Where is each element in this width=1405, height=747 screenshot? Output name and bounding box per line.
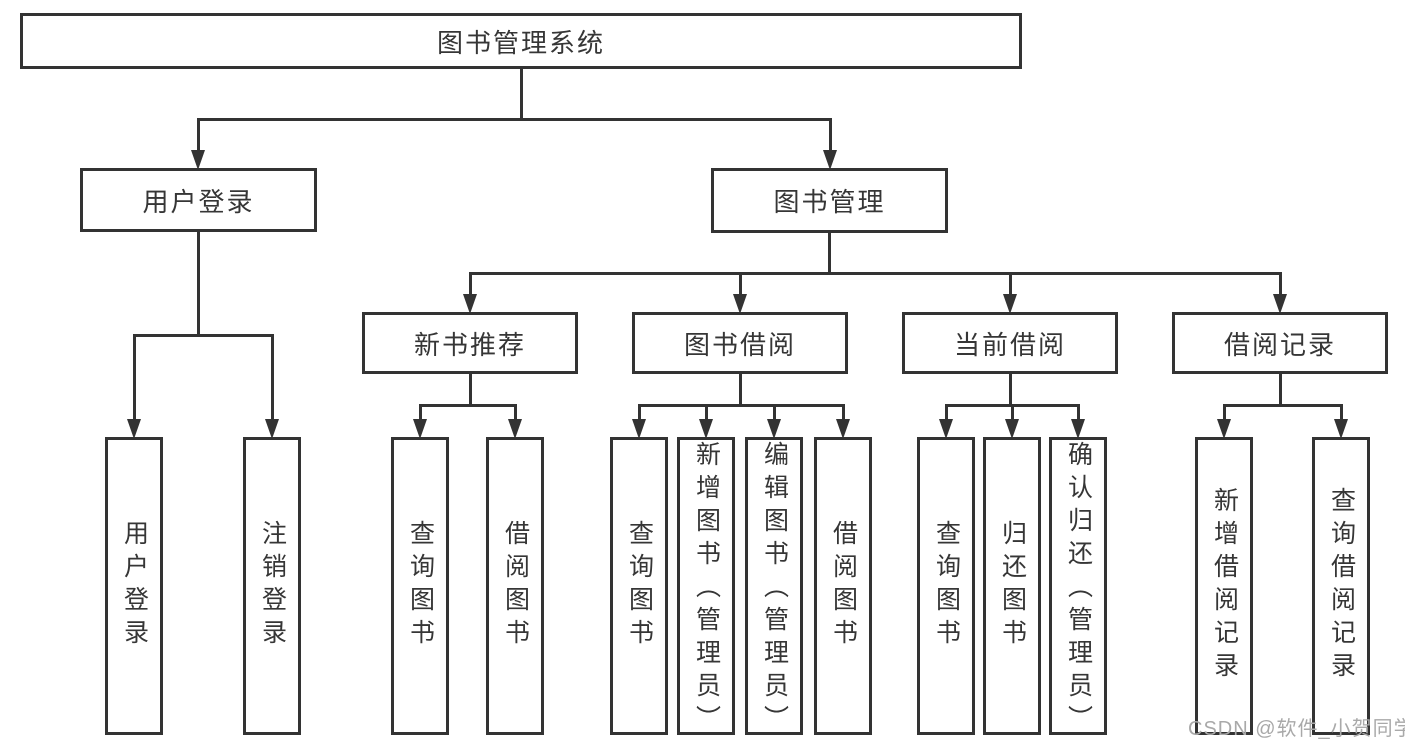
arrow-down-icon	[1071, 419, 1085, 439]
connector-line-arrow-shaft	[1278, 271, 1282, 297]
node-user-login: 用户登录	[80, 168, 317, 232]
node-root: 图书管理系统	[20, 13, 1022, 69]
node-user-login-action: 用户登录	[105, 437, 163, 735]
node-borrowing-records: 借阅记录	[1172, 312, 1388, 374]
node-bb-add-books: 新增图书（管理员）	[677, 437, 735, 738]
connector-line-arrow-shaft	[270, 333, 274, 422]
node-br-add-record: 新增借阅记录	[1195, 437, 1253, 735]
node-label: 图书借阅	[683, 329, 796, 360]
node-label: 确认归还（管理员）	[1064, 441, 1093, 738]
node-label: 查询借阅记录	[1327, 487, 1356, 685]
arrow-down-icon	[1003, 294, 1017, 314]
connector-line-arrow-shaft	[704, 403, 708, 422]
connector-line-vertical	[519, 69, 523, 121]
connector-line-vertical	[1278, 374, 1282, 407]
node-label: 注销登录	[258, 520, 287, 652]
arrow-down-icon	[823, 150, 837, 170]
connector-line-vertical	[1008, 374, 1012, 407]
connector-line-vertical	[738, 374, 742, 407]
node-logout-action: 注销登录	[243, 437, 301, 735]
node-book-borrowing: 图书借阅	[632, 312, 848, 374]
connector-line-horizontal	[468, 271, 1282, 275]
node-label: 新增图书（管理员）	[692, 441, 721, 738]
connector-line-arrow-shaft	[772, 403, 776, 422]
arrow-down-icon	[836, 419, 850, 439]
node-new-book-recommend: 新书推荐	[362, 312, 578, 374]
node-bb-query-books: 查询图书	[610, 437, 668, 735]
node-label: 用户登录	[142, 186, 255, 217]
node-label: 查询图书	[625, 520, 654, 652]
connector-line-arrow-shaft	[418, 403, 422, 422]
connector-line-arrow-shaft	[1222, 403, 1226, 422]
arrow-down-icon	[1273, 294, 1287, 314]
watermark: CSDN @软件_小贺同学	[1188, 718, 1405, 740]
connector-line-arrow-shaft	[1076, 403, 1080, 422]
node-label: 图书管理系统	[436, 27, 605, 58]
connector-line-horizontal	[1222, 403, 1343, 407]
node-cb-return-books: 归还图书	[983, 437, 1041, 735]
connector-line-arrow-shaft	[738, 271, 742, 297]
node-label: 新书推荐	[413, 329, 526, 360]
connector-line-arrow-shaft	[468, 271, 472, 297]
node-cb-query-books: 查询图书	[917, 437, 975, 735]
arrow-down-icon	[1005, 419, 1019, 439]
connector-line-vertical	[468, 374, 472, 407]
arrow-down-icon	[767, 419, 781, 439]
arrow-down-icon	[632, 419, 646, 439]
node-label: 借阅图书	[501, 520, 530, 652]
node-bb-borrow-books: 借阅图书	[814, 437, 872, 735]
arrow-down-icon	[413, 419, 427, 439]
connector-line-arrow-shaft	[637, 403, 641, 422]
node-label: 借阅图书	[829, 520, 858, 652]
connector-line-arrow-shaft	[132, 333, 136, 422]
arrow-down-icon	[699, 419, 713, 439]
node-label: 查询图书	[932, 520, 961, 652]
connector-line-arrow-shaft	[513, 403, 517, 422]
arrow-down-icon	[939, 419, 953, 439]
connector-line-vertical	[196, 232, 200, 337]
node-br-query-record: 查询借阅记录	[1312, 437, 1370, 735]
node-label: 归还图书	[998, 520, 1027, 652]
arrow-down-icon	[463, 294, 477, 314]
arrow-down-icon	[733, 294, 747, 314]
node-label: 用户登录	[120, 520, 149, 652]
node-label: 新增借阅记录	[1210, 487, 1239, 685]
node-label: 当前借阅	[953, 329, 1066, 360]
connector-line-horizontal	[132, 333, 274, 337]
node-current-borrowing: 当前借阅	[902, 312, 1118, 374]
node-cb-confirm-return: 确认归还（管理员）	[1049, 437, 1107, 738]
connector-line-horizontal	[418, 403, 517, 407]
connector-line-arrow-shaft	[944, 403, 948, 422]
connector-line-horizontal	[196, 117, 832, 121]
node-nbr-query-books: 查询图书	[391, 437, 449, 735]
connector-line-vertical	[827, 233, 831, 275]
connector-line-horizontal	[637, 403, 845, 407]
arrow-down-icon	[265, 419, 279, 439]
arrow-down-icon	[1334, 419, 1348, 439]
node-label: 编辑图书（管理员）	[760, 441, 789, 738]
node-book-management: 图书管理	[711, 168, 948, 233]
connector-line-arrow-shaft	[841, 403, 845, 422]
connector-line-arrow-shaft	[196, 117, 200, 153]
node-nbr-borrow-books: 借阅图书	[486, 437, 544, 735]
node-label: 图书管理	[773, 187, 886, 217]
connector-line-arrow-shaft	[1339, 403, 1343, 422]
arrow-down-icon	[1217, 419, 1231, 439]
connector-line-arrow-shaft	[1008, 271, 1012, 297]
arrow-down-icon	[127, 419, 141, 439]
arrow-down-icon	[191, 150, 205, 170]
node-bb-edit-books: 编辑图书（管理员）	[745, 437, 803, 738]
connector-line-arrow-shaft	[1010, 403, 1014, 422]
connector-line-arrow-shaft	[828, 117, 832, 153]
node-label: 借阅记录	[1223, 329, 1336, 360]
node-label: 查询图书	[406, 520, 435, 652]
arrow-down-icon	[508, 419, 522, 439]
